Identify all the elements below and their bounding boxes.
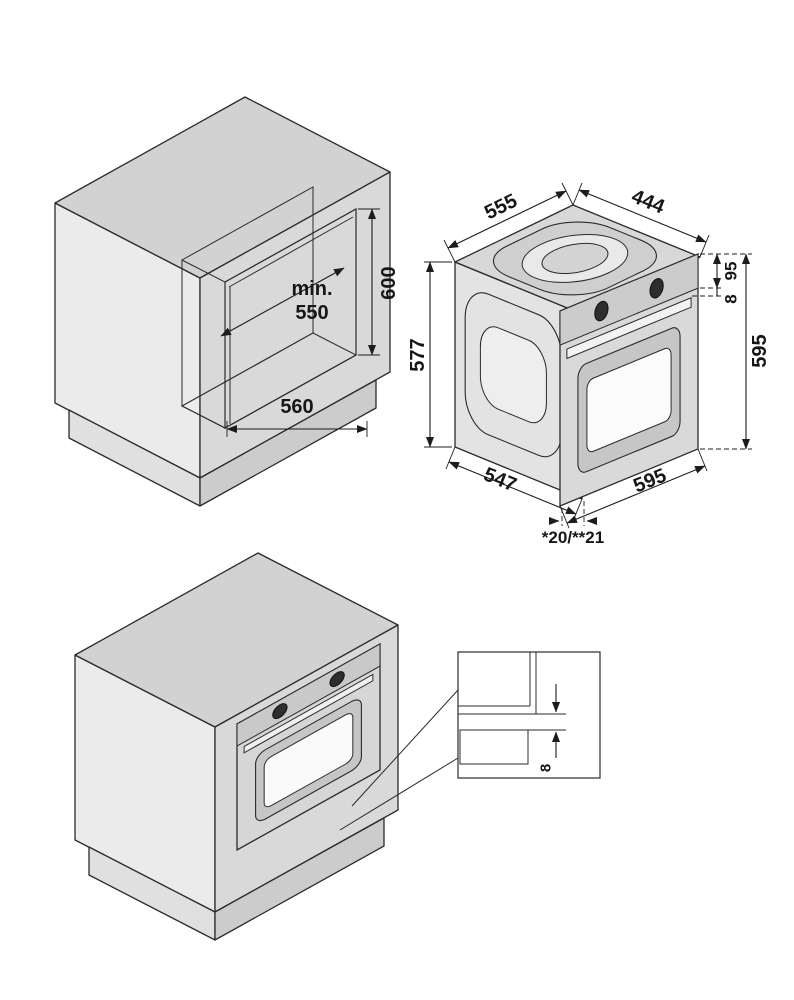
dim-oven-panel-group: 95 8 <box>692 253 752 304</box>
niche-opening <box>180 186 358 430</box>
installed-knob-right <box>330 669 344 690</box>
door-handle <box>567 298 691 359</box>
control-panel <box>560 254 698 345</box>
cabinet-plinth-right <box>199 379 377 507</box>
ext-line <box>572 182 583 206</box>
dim-line-front-width <box>566 465 706 524</box>
ext-line <box>699 234 710 258</box>
control-knob-left <box>595 299 608 323</box>
dim-oven-front-height-group: 595 <box>700 253 771 450</box>
dim-line-niche-width <box>220 267 345 337</box>
dim-oven-panel-height: 95 <box>722 262 741 281</box>
dim-line-top-width <box>447 190 567 249</box>
ext-line <box>445 446 456 470</box>
dim-niche-depth: 560 <box>280 396 313 418</box>
dim-niche-width: 550 <box>295 302 328 324</box>
installed-oven-view <box>74 553 459 941</box>
dim-line-top-depth <box>578 189 707 243</box>
emboss-inner <box>480 321 546 429</box>
installed-door-window-glass <box>264 711 353 810</box>
installed-oven-fascia <box>237 644 380 850</box>
ext-line <box>561 182 574 206</box>
control-knob-right <box>650 276 663 300</box>
dim-niche-width-group: min. 550 <box>220 267 345 337</box>
dim-niche-depth-group: 560 <box>226 396 368 437</box>
door-window-glass <box>587 346 671 454</box>
installed-cabinet-plinth-right <box>214 817 385 941</box>
dim-niche-height: 600 <box>378 266 400 299</box>
dim-oven-top-depth: 444 <box>628 186 668 219</box>
dim-oven-panel-gap: 8 <box>722 294 741 303</box>
cabinet-niche-view: min. 550 600 560 <box>54 96 400 507</box>
ext-line <box>697 448 708 472</box>
dim-oven-body-height: 577 <box>407 338 429 371</box>
installed-door-handle <box>244 674 373 752</box>
dim-oven-body-height-group: 577 <box>407 261 452 448</box>
ext-line <box>443 239 456 263</box>
dim-oven-protrusion-note: *20/**21 <box>542 528 604 547</box>
cavity-inner <box>529 238 622 280</box>
dim-niche-height-group: 600 <box>358 208 400 356</box>
installed-control-panel <box>237 644 380 746</box>
detail-leader-line-bottom <box>339 757 459 831</box>
detail-leader-line-top <box>351 689 459 807</box>
gap-detail-view: 8 <box>457 651 601 779</box>
oven-dimensions-view: 555 444 577 95 8 <box>407 183 771 547</box>
dim-detail-gap: 8 <box>538 764 555 772</box>
dim-oven-protrusion-group: *20/**21 <box>542 501 604 547</box>
niche-opening-outline <box>224 207 357 430</box>
dim-oven-top-width: 555 <box>481 190 521 224</box>
dim-oven-front-height: 595 <box>749 334 771 367</box>
detail-shelf-hatch <box>459 729 529 765</box>
installed-knob-left <box>273 701 287 722</box>
dim-niche-min-label: min. <box>291 278 332 300</box>
dim-line-body-depth <box>448 461 577 515</box>
ext-line <box>559 505 570 529</box>
detail-box <box>457 651 601 779</box>
